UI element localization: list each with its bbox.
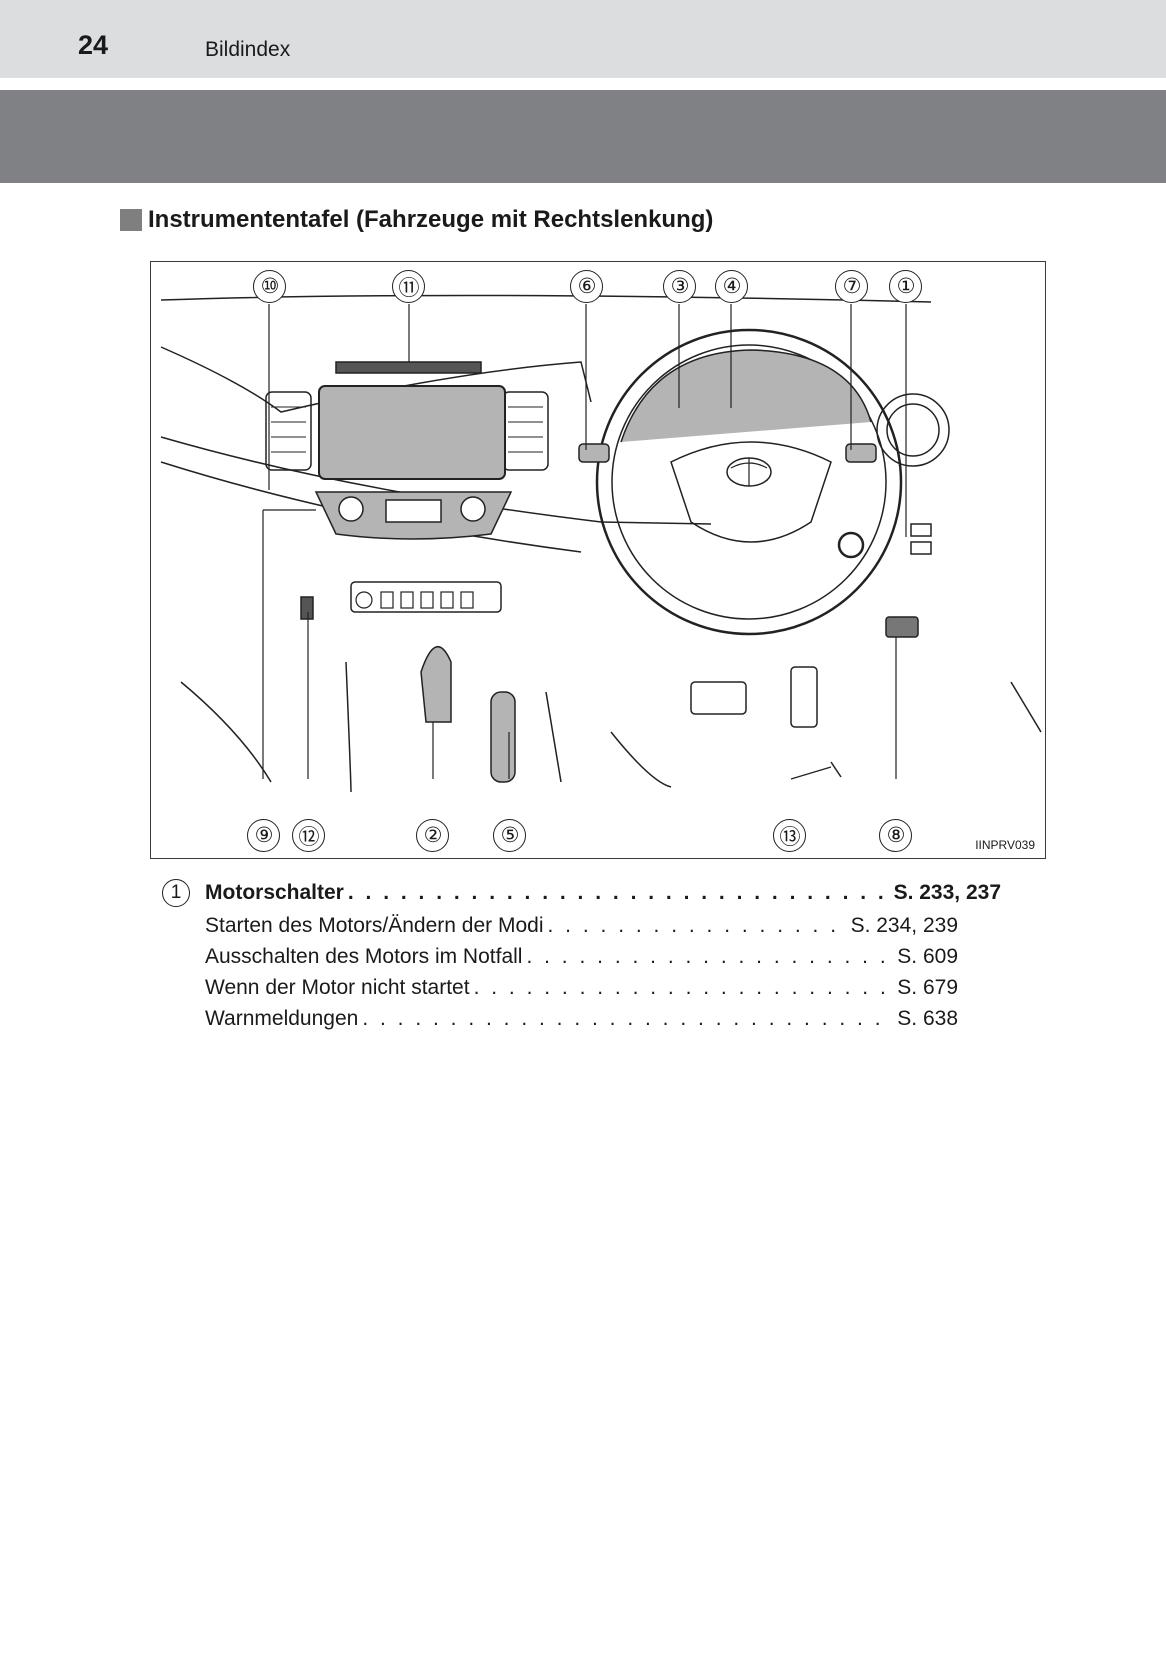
leader-dots: . . . . . . . . . . . . . . . . . . . . …	[526, 944, 893, 968]
index-entries: 1 Motorschalter . . . . . . . . . . . . …	[162, 876, 1002, 1034]
sub-entry-label: Starten des Motors/Ändern der Modi	[205, 913, 544, 937]
callout-4: ④	[715, 270, 748, 303]
page-header: 24 Bildindex	[0, 0, 1166, 78]
callout-11: ⑪	[392, 270, 425, 303]
leader-dots: . . . . . . . . . . . . . . . . . . . . …	[473, 975, 894, 999]
entry-row: 1 Motorschalter . . . . . . . . . . . . …	[162, 876, 1002, 910]
callout-9: ⑨	[247, 819, 280, 852]
callout-8: ⑧	[879, 819, 912, 852]
callout-5: ⑤	[493, 819, 526, 852]
sub-entry-label: Ausschalten des Motors im Notfall	[205, 944, 523, 968]
sub-entry-page-ref: S. 609	[897, 944, 958, 968]
dashboard-illustration: ⑩ ⑪ ⑥ ③ ④ ⑦ ① ⑨ ⑫ ② ⑤ ⑬ ⑧ IINPRV039	[150, 261, 1046, 859]
heading-square-icon	[120, 209, 142, 231]
dashboard-drawing	[160, 294, 1042, 793]
callout-2: ②	[416, 819, 449, 852]
sub-entry-label: Warnmeldungen	[205, 1006, 359, 1030]
callout-13: ⑬	[773, 819, 806, 852]
figure-code: IINPRV039	[975, 838, 1035, 852]
entry-label: Motorschalter	[205, 881, 344, 904]
callout-7: ⑦	[835, 270, 868, 303]
sub-entry: Starten des Motors/Ändern der Modi . . .…	[205, 910, 1002, 941]
entry-page-ref: S. 233, 237	[893, 881, 1001, 904]
sub-entry-label: Wenn der Motor nicht startet	[205, 975, 470, 999]
callout-12: ⑫	[292, 819, 325, 852]
leader-dots: . . . . . . . . . . . . . . . . . . . . …	[362, 1006, 893, 1030]
sub-entry: Wenn der Motor nicht startet . . . . . .…	[205, 972, 1002, 1003]
sub-entry-page-ref: S. 679	[897, 975, 958, 999]
sub-entry: Ausschalten des Motors im Notfall . . . …	[205, 941, 1002, 972]
callout-10: ⑩	[253, 270, 286, 303]
sub-entry: Warnmeldungen . . . . . . . . . . . . . …	[205, 1003, 1002, 1034]
callout-1: ①	[889, 270, 922, 303]
leader-dots: . . . . . . . . . . . . . . . . . . . . …	[547, 913, 847, 937]
entry-line: Motorschalter . . . . . . . . . . . . . …	[205, 881, 1001, 905]
header-band	[0, 90, 1166, 183]
heading-text: Instrumententafel (Fahrzeuge mit Rechtsl…	[148, 206, 714, 233]
callout-3: ③	[663, 270, 696, 303]
leader-dots: . . . . . . . . . . . . . . . . . . . . …	[347, 881, 890, 904]
section-title: Bildindex	[205, 38, 291, 61]
sub-entry-page-ref: S. 234, 239	[850, 913, 958, 937]
callout-6: ⑥	[570, 270, 603, 303]
entry-number: 1	[162, 879, 190, 907]
sub-entry-page-ref: S. 638	[897, 1006, 958, 1030]
section-heading: Instrumententafel (Fahrzeuge mit Rechtsl…	[120, 206, 713, 234]
page-number: 24	[78, 30, 109, 60]
